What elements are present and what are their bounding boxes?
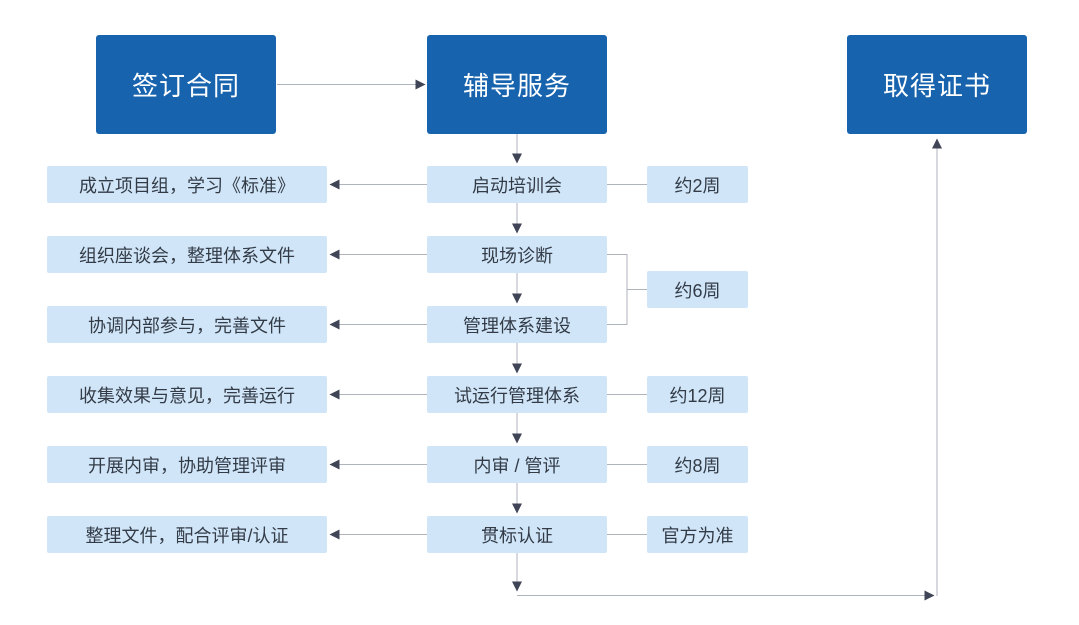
- task-box-row2: 组织座谈会，整理体系文件: [47, 236, 327, 273]
- milestone-sign-contract: 签订合同: [96, 35, 276, 134]
- duration-box-row1: 约2周: [647, 166, 748, 203]
- duration-box-row4: 约12周: [647, 376, 748, 413]
- step-box-onsite-diagnosis: 现场诊断: [427, 236, 607, 273]
- task-box-row6: 整理文件，配合评审/认证: [47, 516, 327, 553]
- step-box-certification: 贯标认证: [427, 516, 607, 553]
- task-box-row3: 协调内部参与，完善文件: [47, 306, 327, 343]
- connectors-step-to-duration: [607, 184, 647, 535]
- duration-box-row5: 约8周: [647, 446, 748, 483]
- milestone-coaching-service: 辅导服务: [427, 35, 607, 134]
- task-box-row1: 成立项目组，学习《标准》: [47, 166, 327, 203]
- arrows-step-to-task: [329, 179, 427, 540]
- step-box-kickoff-training: 启动培训会: [427, 166, 607, 203]
- step-box-trial-run: 试运行管理体系: [427, 376, 607, 413]
- milestone-obtain-certificate: 取得证书: [847, 35, 1027, 134]
- step-box-system-construction: 管理体系建设: [427, 306, 607, 343]
- duration-box-row6: 官方为准: [647, 516, 748, 553]
- step-box-internal-audit: 内审 / 管评: [427, 446, 607, 483]
- arrow-certification-to-certificate: [512, 138, 942, 601]
- bracket-shared-duration: [607, 254, 647, 325]
- duration-box-shared: 约6周: [647, 271, 748, 308]
- task-box-row4: 收集效果与意见，完善运行: [47, 376, 327, 413]
- task-box-row5: 开展内审，协助管理评审: [47, 446, 327, 483]
